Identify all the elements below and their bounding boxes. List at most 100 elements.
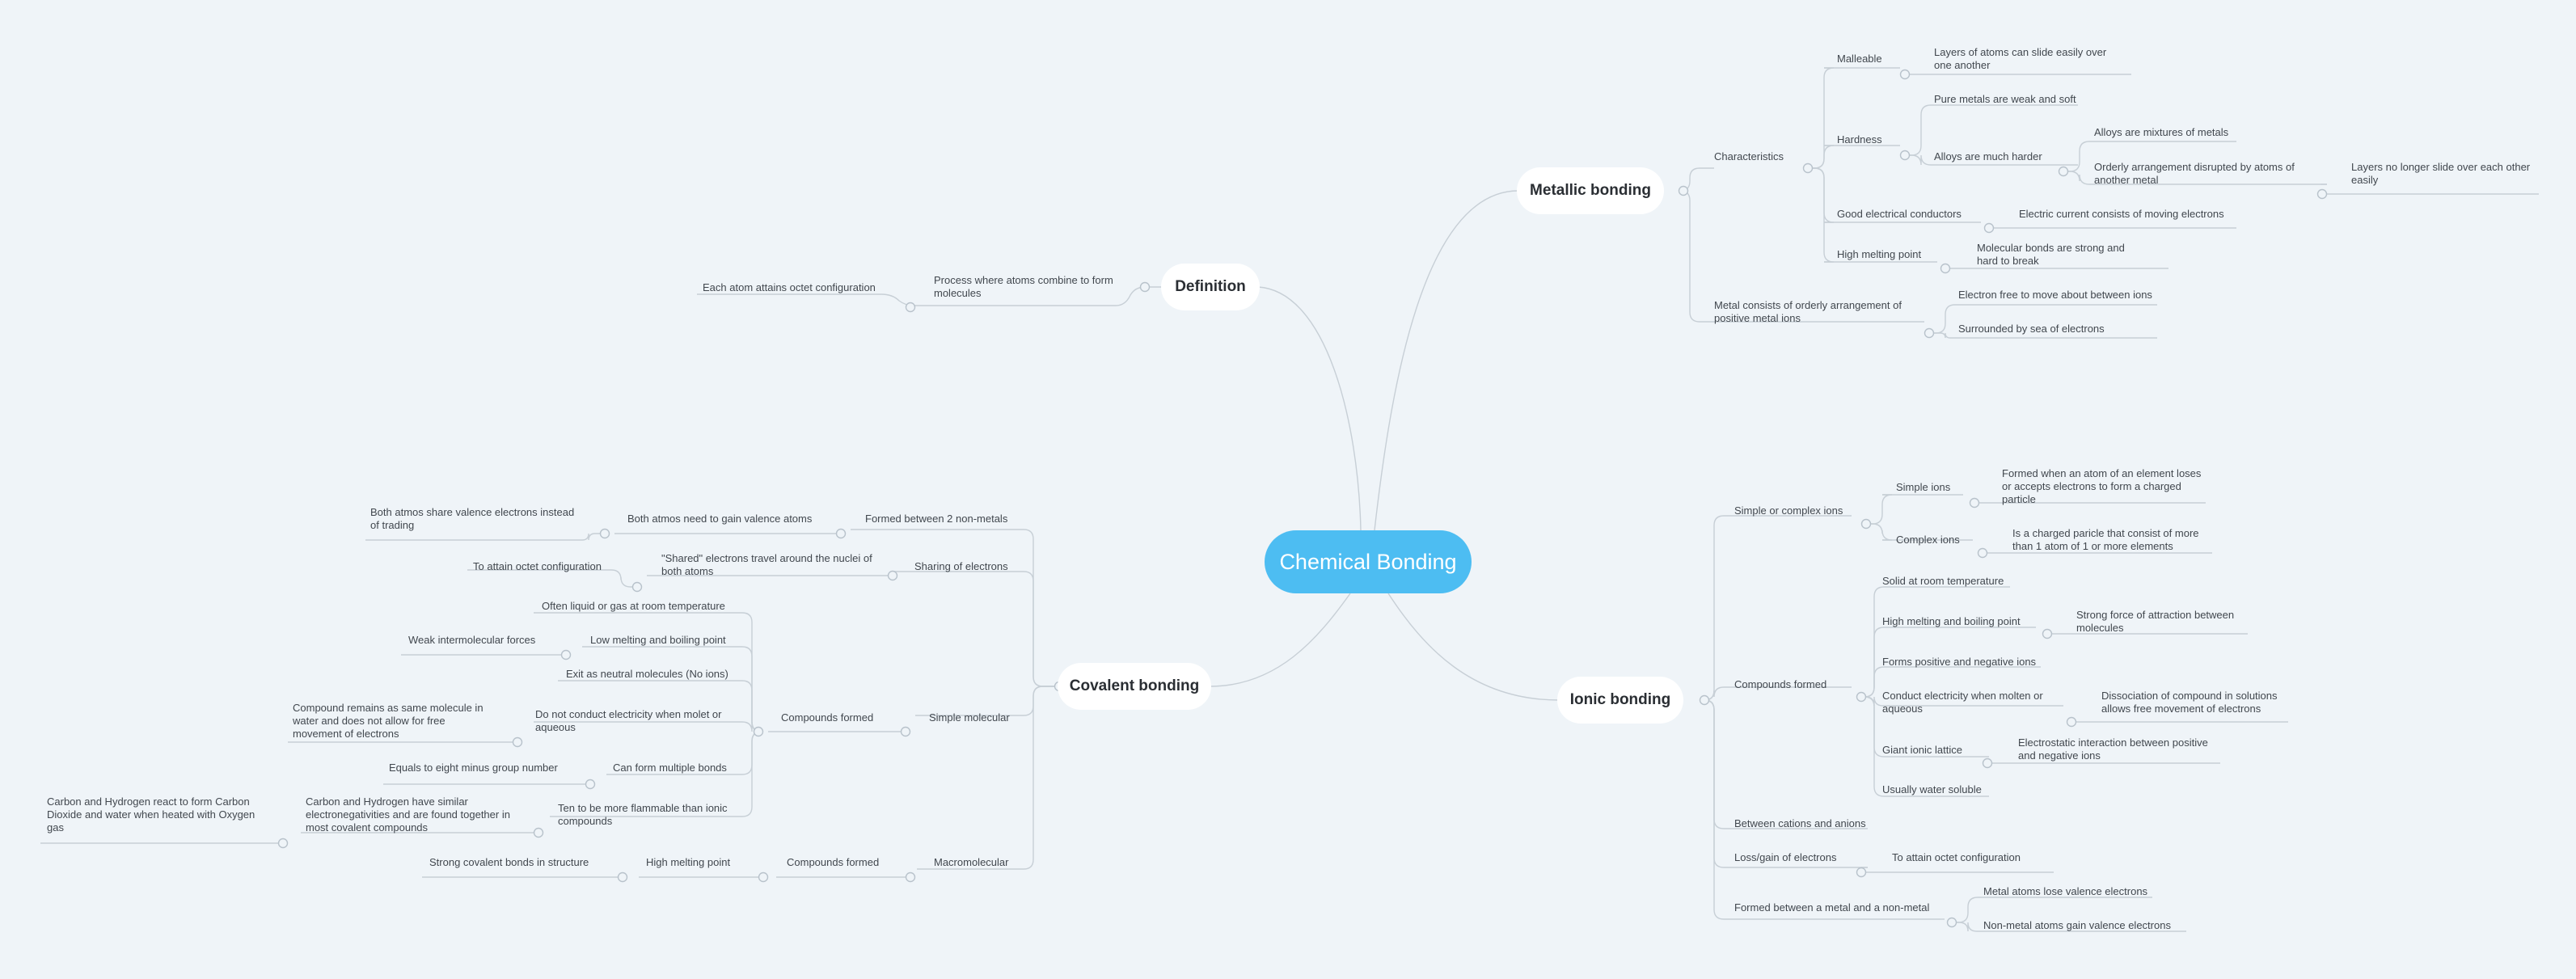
topic-simple-molecular[interactable]: Simple molecular [929,711,1010,724]
topic-liquid-gas[interactable]: Often liquid or gas at room temperature [542,600,725,612]
topic-strong-force[interactable]: Strong force of attraction between molec… [2076,609,2235,634]
topic-process[interactable]: Process where atoms combine to form mole… [934,274,1113,299]
collapse-handle[interactable] [1802,162,1814,174]
topic-gain-valence[interactable]: Both atmos need to gain valence atoms [627,513,813,525]
topic-macromolecular[interactable]: Macromolecular [934,856,1009,868]
topic-conductors[interactable]: Good electrical conductors [1837,208,1962,220]
topic-simple-detail[interactable]: Formed when an atom of an element loses … [2002,467,2202,505]
branch-covalent-bonding[interactable]: Covalent bonding [1058,663,1211,710]
collapse-handle[interactable] [1699,694,1710,706]
collapse-handle[interactable] [1856,691,1867,703]
topic-simple-complex[interactable]: Simple or complex ions [1734,504,1843,517]
topic-layers-no-slide[interactable]: Layers no longer slide over each other e… [2351,161,2531,186]
collapse-handle[interactable] [1678,185,1689,196]
collapse-handle[interactable] [2316,188,2328,200]
topic-nonmetals[interactable]: Formed between 2 non-metals [865,513,1008,525]
topic-complex-detail[interactable]: Is a charged paricle that consist of mor… [2012,527,2199,552]
collapse-handle[interactable] [1860,518,1872,530]
topic-lattice[interactable]: Giant ionic lattice [1882,744,1962,756]
topic-sea[interactable]: Surrounded by sea of electrons [1958,323,2105,335]
collapse-handle[interactable] [1977,547,1988,559]
collapse-handle[interactable] [1856,867,1867,878]
topic-forms-ions[interactable]: Forms positive and negative ions [1882,656,2037,668]
branch-ionic-bonding[interactable]: Ionic bonding [1557,677,1683,724]
collapse-handle[interactable] [2058,166,2069,177]
topic-electron-free[interactable]: Electron free to move about between ions [1958,289,2152,301]
topic-low-mbp[interactable]: Low melting and boiling point [590,634,726,646]
collapse-handle[interactable] [1899,69,1911,80]
topic-nonmetal-gain[interactable]: Non-metal atoms gain valence electrons [1983,919,2171,931]
collapse-handle[interactable] [900,726,911,737]
topic-current[interactable]: Electric current consists of moving elec… [2019,208,2224,220]
topic-share-valence[interactable]: Both atmos share valence electrons inste… [370,506,575,531]
topic-solid[interactable]: Solid at room temperature [1882,575,2004,587]
topic-high-mbp[interactable]: High melting and boiling point [1882,615,2021,627]
collapse-handle[interactable] [887,570,898,581]
collapse-handle[interactable] [1940,263,1951,274]
topic-metal-lose[interactable]: Metal atoms lose valence electrons [1983,885,2148,897]
topic-neutral[interactable]: Exit as neutral molecules (No ions) [566,668,728,680]
topic-octet-definition[interactable]: Each atom attains octet configuration [703,281,876,293]
collapse-handle[interactable] [835,528,847,539]
collapse-handle[interactable] [533,827,544,838]
collapse-handle[interactable] [1969,497,1980,508]
topic-compounds-ionic[interactable]: Compounds formed [1734,678,1827,690]
topic-characteristics[interactable]: Characteristics [1714,150,1784,162]
branch-metallic-bonding[interactable]: Metallic bonding [1517,167,1664,214]
root-topic[interactable]: Chemical Bonding [1265,530,1472,593]
collapse-handle[interactable] [753,726,764,737]
collapse-handle[interactable] [1983,222,1995,234]
topic-soluble[interactable]: Usually water soluble [1882,783,1982,795]
topic-octet-covalent[interactable]: To attain octet configuration [473,560,602,572]
collapse-handle[interactable] [2042,628,2053,639]
topic-malleable[interactable]: Malleable [1837,53,1882,65]
collapse-handle[interactable] [1982,757,1993,769]
topic-octet-ionic[interactable]: To attain octet configuration [1892,851,2021,863]
collapse-handle[interactable] [1924,327,1935,339]
topic-no-conduct[interactable]: Do not conduct electricity when molet or… [535,708,722,733]
topic-sharing[interactable]: Sharing of electrons [914,560,1008,572]
topic-flammable[interactable]: Ten to be more flammable than ionic comp… [558,802,728,827]
topic-strong-covalent[interactable]: Strong covalent bonds in structure [429,856,589,868]
topic-eight-minus[interactable]: Equals to eight minus group number [389,762,558,774]
collapse-handle[interactable] [560,649,572,660]
topic-compounds-macro[interactable]: Compounds formed [787,856,880,868]
topic-conduct[interactable]: Conduct electricity when molten or aqueo… [1882,690,2043,715]
topic-hardness[interactable]: Hardness [1837,133,1882,146]
collapse-handle[interactable] [1139,281,1151,293]
collapse-handle[interactable] [585,779,596,790]
collapse-handle[interactable] [631,581,643,593]
collapse-handle[interactable] [277,838,289,849]
topic-shared-travel[interactable]: "Shared" electrons travel around the nuc… [661,552,872,577]
collapse-handle[interactable] [758,871,769,883]
topic-complex-ions[interactable]: Complex ions [1896,534,1960,546]
topic-metal-nonmetal[interactable]: Formed between a metal and a non-metal [1734,901,1930,914]
collapse-handle[interactable] [905,302,916,313]
topic-multiple-bonds[interactable]: Can form multiple bonds [613,762,727,774]
collapse-handle[interactable] [512,736,523,748]
topic-between[interactable]: Between cations and anions [1734,817,1866,829]
collapse-handle[interactable] [1899,150,1911,161]
topic-orderly-ions[interactable]: Metal consists of orderly arrangement of… [1714,299,1902,324]
collapse-handle[interactable] [617,871,628,883]
collapse-handle[interactable] [2066,716,2077,728]
collapse-handle[interactable] [1946,917,1957,928]
topic-dissociation[interactable]: Dissociation of compound in solutions al… [2101,690,2278,715]
topic-orderly-disrupted[interactable]: Orderly arrangement disrupted by atoms o… [2094,161,2295,186]
topic-bonds-strong[interactable]: Molecular bonds are strong and hard to b… [1977,242,2125,267]
topic-high-mp-metallic[interactable]: High melting point [1837,248,1922,260]
collapse-handle[interactable] [599,528,610,539]
topic-malleable-detail[interactable]: Layers of atoms can slide easily over on… [1934,46,2107,71]
collapse-handle[interactable] [905,871,916,883]
topic-alloys-harder[interactable]: Alloys are much harder [1934,150,2042,162]
topic-high-mp-covalent[interactable]: High melting point [646,856,731,868]
topic-electrostatic[interactable]: Electrostatic interaction between positi… [2018,736,2208,762]
topic-simple-ions[interactable]: Simple ions [1896,481,1951,493]
topic-c-h-react[interactable]: Carbon and Hydrogen react to form Carbon… [47,795,255,833]
topic-weak-forces[interactable]: Weak intermolecular forces [408,634,536,646]
topic-same-molecule[interactable]: Compound remains as same molecule in wat… [293,702,484,740]
topic-alloys-mixtures[interactable]: Alloys are mixtures of metals [2094,126,2229,138]
topic-compounds-covalent[interactable]: Compounds formed [781,711,874,724]
branch-definition[interactable]: Definition [1161,264,1260,310]
topic-pure-metals[interactable]: Pure metals are weak and soft [1934,93,2076,105]
